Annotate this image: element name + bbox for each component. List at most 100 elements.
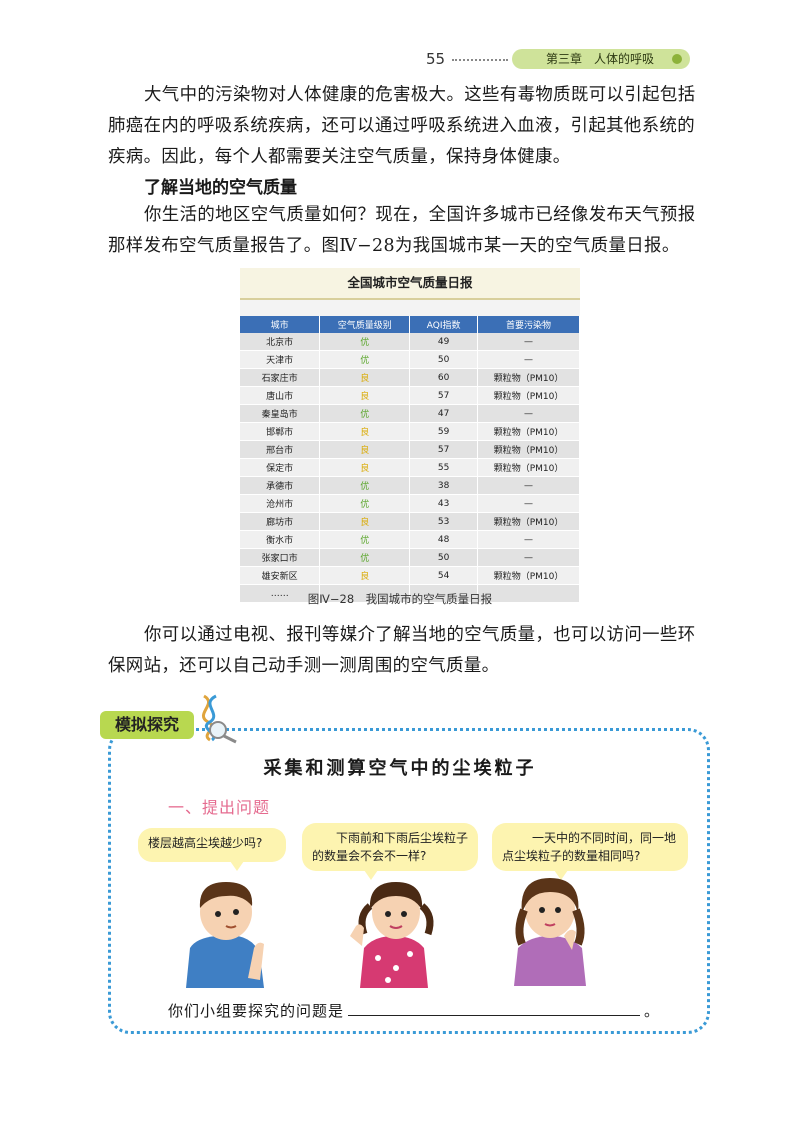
pollutant-cell: — <box>477 476 580 495</box>
city-cell: 秦皇岛市 <box>240 404 321 423</box>
page-header: 55 第三章 人体的呼吸 <box>422 48 692 70</box>
grade-cell: 良 <box>319 566 411 585</box>
aqi-value-cell: 60 <box>409 368 479 387</box>
page-number: 55 <box>426 50 446 68</box>
simulation-inquiry-box <box>108 728 710 1034</box>
aqi-value-cell <box>409 584 479 603</box>
city-cell: 雄安新区 <box>240 566 321 585</box>
grade-cell: 良 <box>319 458 411 477</box>
aqi-value-cell: 47 <box>409 404 479 423</box>
grade-cell: 良 <box>319 422 411 441</box>
city-cell: 张家口市 <box>240 548 321 567</box>
aqi-value-cell: 50 <box>409 350 479 369</box>
speech-bubble-floor-height: 楼层越高尘埃越少吗? <box>138 828 286 871</box>
simulation-inquiry-tag: 模拟探究 <box>100 711 194 739</box>
chapter-dot-icon <box>672 54 682 64</box>
speech-bubble-time-of-day: 一天中的不同时间，同一地点尘埃粒子的数量相同吗? <box>492 823 688 880</box>
pollutant-cell: — <box>477 494 580 513</box>
grade-cell: 良 <box>319 368 411 387</box>
question-prompt-text: 你们小组要探究的问题是 <box>168 1002 345 1020</box>
boy-thinking-illustration <box>186 882 264 988</box>
pollutant-cell: — <box>477 548 580 567</box>
girl-pointing-illustration <box>350 882 434 988</box>
aqi-value-cell: 53 <box>409 512 479 531</box>
inquiry-question-prompt: 你们小组要探究的问题是。 <box>168 1000 660 1021</box>
header-dotted-leader <box>452 59 508 61</box>
city-cell: 承德市 <box>240 476 321 495</box>
subheading-local-air-quality: 了解当地的空气质量 <box>144 178 297 198</box>
pollutant-cell: 颗粒物（PM10） <box>477 368 580 387</box>
grade-cell: 良 <box>319 512 411 531</box>
grade-cell: 优 <box>319 350 411 369</box>
pollutant-cell: 颗粒物（PM10） <box>477 566 580 585</box>
inquiry-title: 采集和测算空气中的尘埃粒子 <box>263 758 537 779</box>
answer-blank-line[interactable] <box>348 1001 641 1016</box>
pollutant-cell: 颗粒物（PM10） <box>477 458 580 477</box>
column-header-aqi: AQI指数 <box>409 316 479 333</box>
city-cell: 沧州市 <box>240 494 321 513</box>
aqi-value-cell: 57 <box>409 386 479 405</box>
aqi-table-row: …… <box>240 584 580 603</box>
pollutant-cell: — <box>477 333 580 351</box>
pollutant-cell: — <box>477 404 580 423</box>
column-header-pollutant: 首要污染物 <box>477 316 580 333</box>
city-cell: 天津市 <box>240 350 321 369</box>
grade-cell: 优 <box>319 404 411 423</box>
city-cell: 邯郸市 <box>240 422 321 441</box>
aqi-value-cell: 38 <box>409 476 479 495</box>
girl-wondering-illustration <box>514 878 586 986</box>
pollutant-cell: 颗粒物（PM10） <box>477 386 580 405</box>
city-cell: 北京市 <box>240 333 321 351</box>
paragraph-air-quality-report: 你生活的地区空气质量如何？现在，全国许多城市已经像发布天气预报那样发布空气质量报… <box>108 205 696 256</box>
city-cell: …… <box>240 584 321 603</box>
city-cell: 邢台市 <box>240 440 321 459</box>
grade-cell <box>319 584 411 603</box>
pollutant-cell: 颗粒物（PM10） <box>477 440 580 459</box>
grade-cell: 优 <box>319 530 411 549</box>
grade-cell: 优 <box>319 476 411 495</box>
aqi-value-cell: 59 <box>409 422 479 441</box>
speech-bubble-rain: 下雨前和下雨后尘埃粒子的数量会不会不一样? <box>302 823 478 880</box>
pollutant-cell: — <box>477 350 580 369</box>
pollutant-cell: 颗粒物（PM10） <box>477 422 580 441</box>
city-cell: 唐山市 <box>240 386 321 405</box>
aqi-table-title: 全国城市空气质量日报 <box>240 268 580 300</box>
grade-cell: 优 <box>319 548 411 567</box>
pollutant-cell <box>477 584 580 603</box>
pollutant-cell: 颗粒物（PM10） <box>477 512 580 531</box>
column-header-grade: 空气质量级别 <box>319 316 411 333</box>
grade-cell: 优 <box>319 333 411 351</box>
aqi-value-cell: 57 <box>409 440 479 459</box>
aqi-table-header-row: 城市 空气质量级别 AQI指数 首要污染物 <box>240 316 580 333</box>
figure-caption: 图Ⅳ−28 我国城市的空气质量日报 <box>307 592 493 606</box>
paragraph-health-hazard: 大气中的污染物对人体健康的危害极大。这些有毒物质既可以引起包括肺癌在内的呼吸系统… <box>108 85 696 167</box>
aqi-value-cell: 48 <box>409 530 479 549</box>
pollutant-cell: — <box>477 530 580 549</box>
aqi-value-cell: 49 <box>409 333 479 351</box>
chapter-text: 第三章 人体的呼吸 <box>546 52 655 66</box>
grade-cell: 良 <box>319 386 411 405</box>
city-cell: 石家庄市 <box>240 368 321 387</box>
city-cell: 衡水市 <box>240 530 321 549</box>
grade-cell: 优 <box>319 494 411 513</box>
grade-cell: 良 <box>319 440 411 459</box>
section-raise-questions: 一、提出问题 <box>168 798 271 817</box>
city-cell: 廊坊市 <box>240 512 321 531</box>
aqi-value-cell: 43 <box>409 494 479 513</box>
